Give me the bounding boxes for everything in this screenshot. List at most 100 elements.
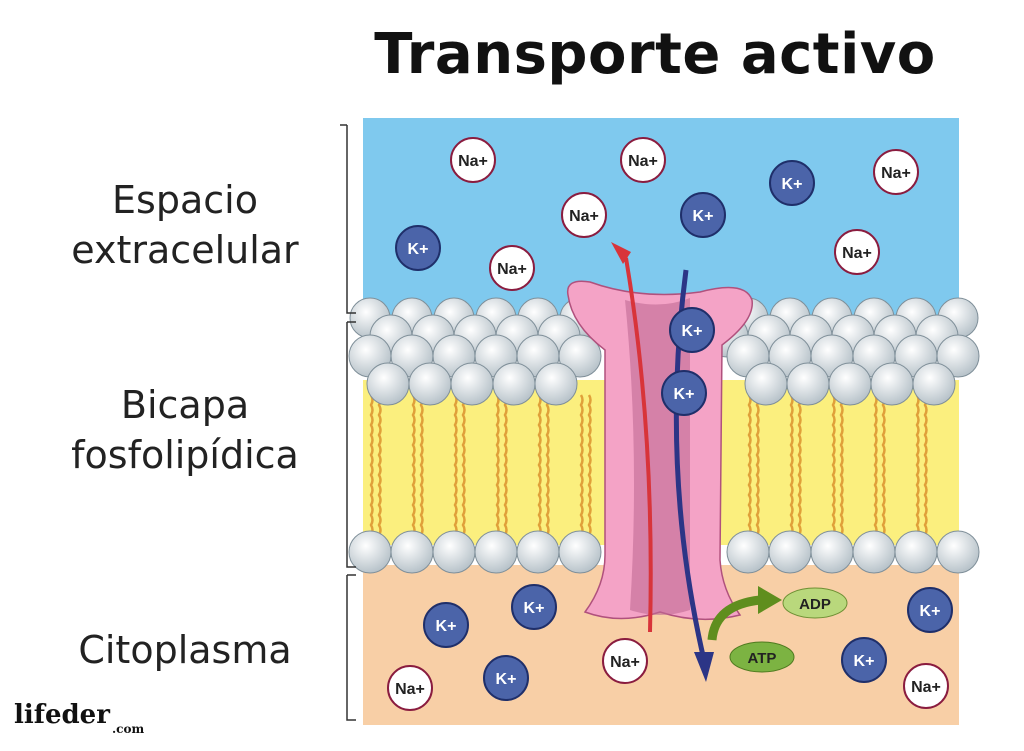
label-extracellular-line1: Espacio	[112, 178, 258, 222]
lifeder-logo: lifeder.com	[14, 700, 144, 736]
phospholipid-head	[852, 530, 896, 574]
potassium-ion: K+	[841, 637, 887, 683]
label-bilayer: Bicapa fosfolipídica	[40, 380, 330, 480]
adp-label: ADP	[799, 596, 831, 613]
lipid-tail	[579, 394, 584, 536]
phospholipid-head	[450, 362, 494, 406]
phospholipid-head	[534, 362, 578, 406]
ion-label: K+	[524, 600, 545, 617]
ion-label: Na+	[569, 208, 599, 225]
label-cytoplasm: Citoplasma	[78, 628, 292, 672]
ion-label: K+	[436, 618, 457, 635]
phospholipid-head	[408, 362, 452, 406]
phospholipid-head	[390, 530, 434, 574]
ion-label: K+	[674, 386, 695, 403]
ion-label: Na+	[911, 679, 941, 696]
sodium-ion: Na+	[620, 137, 666, 183]
sodium-ion: Na+	[489, 245, 535, 291]
phospholipid-head	[828, 362, 872, 406]
potassium-ion: K+	[395, 225, 441, 271]
lipid-tail	[915, 394, 920, 536]
sodium-out-arrow	[624, 257, 653, 633]
sodium-ion: Na+	[903, 663, 949, 709]
ion-label: K+	[496, 671, 517, 688]
lipid-tail	[831, 394, 836, 536]
potassium-ion: K+	[511, 584, 557, 630]
potassium-ion: K+	[680, 192, 726, 238]
lipid-tail	[377, 394, 382, 536]
phospholipid-head	[744, 362, 788, 406]
phospholipid-head	[912, 362, 956, 406]
ion-label: K+	[782, 176, 803, 193]
lipid-tail	[503, 394, 508, 536]
ion-label: Na+	[628, 153, 658, 170]
lipid-tail	[797, 394, 802, 536]
potassium-ion: K+	[769, 160, 815, 206]
phospholipid-head	[432, 530, 476, 574]
lipid-tail	[545, 394, 550, 536]
sodium-ion: Na+	[450, 137, 496, 183]
phospholipid-head	[726, 530, 770, 574]
lipid-tail	[587, 394, 592, 536]
ion-label: K+	[408, 241, 429, 258]
phospholipid-head	[786, 362, 830, 406]
phospholipid-head	[894, 530, 938, 574]
lipid-tail	[747, 394, 752, 536]
potassium-ion: K+	[423, 602, 469, 648]
phospholipid-head	[870, 362, 914, 406]
lipid-tail	[755, 394, 760, 536]
ion-label: Na+	[610, 654, 640, 671]
phospholipid-head	[558, 334, 602, 378]
diagram-title: Transporte activo	[374, 22, 936, 87]
sodium-ion: Na+	[873, 149, 919, 195]
phospholipid-head	[936, 530, 980, 574]
ion-label: K+	[682, 323, 703, 340]
lipid-tail	[453, 394, 458, 536]
phospholipid-head	[474, 530, 518, 574]
sodium-ion: Na+	[561, 192, 607, 238]
region-brackets	[340, 124, 356, 721]
potassium-ion: K+	[669, 307, 715, 353]
ion-label: Na+	[497, 261, 527, 278]
lipid-tail	[369, 394, 374, 536]
sodium-ion: Na+	[834, 229, 880, 275]
phospholipid-head	[768, 530, 812, 574]
ion-label: Na+	[842, 245, 872, 262]
atp-label: ATP	[748, 650, 777, 667]
lipid-tail	[789, 394, 794, 536]
potassium-ion: K+	[483, 655, 529, 701]
ion-label: K+	[854, 653, 875, 670]
label-extracellular: Espacio extracelular	[40, 175, 330, 275]
phospholipid-head	[810, 530, 854, 574]
atp-conversion-arrow	[707, 595, 761, 641]
adp-molecule	[782, 587, 848, 619]
label-bilayer-line2: fosfolipídica	[71, 433, 299, 477]
lipid-tail	[419, 394, 424, 536]
phospholipid-head	[936, 334, 980, 378]
potassium-arrow-head	[694, 652, 714, 682]
sodium-arrow-head	[611, 242, 631, 264]
lipid-tail	[923, 394, 928, 536]
label-extracellular-line2: extracelular	[71, 228, 299, 272]
ion-label: Na+	[881, 165, 911, 182]
logo-suffix: .com	[112, 722, 145, 736]
phospholipid-head	[558, 530, 602, 574]
lipid-tail	[873, 394, 878, 536]
lipid-tail	[461, 394, 466, 536]
sodium-ion: Na+	[387, 665, 433, 711]
ion-label: K+	[693, 208, 714, 225]
potassium-ion: K+	[661, 370, 707, 416]
lipid-tail	[537, 394, 542, 536]
atp-arrow-head	[758, 586, 782, 614]
lipid-tail	[411, 394, 416, 536]
logo-name: lifeder	[14, 700, 110, 730]
sodium-ion: Na+	[602, 638, 648, 684]
phospholipid-head	[366, 362, 410, 406]
potassium-ion: K+	[907, 587, 953, 633]
ion-label: K+	[920, 603, 941, 620]
atp-molecule	[729, 641, 795, 673]
ion-label: Na+	[395, 681, 425, 698]
ion-label: Na+	[458, 153, 488, 170]
lipid-tail	[881, 394, 886, 536]
